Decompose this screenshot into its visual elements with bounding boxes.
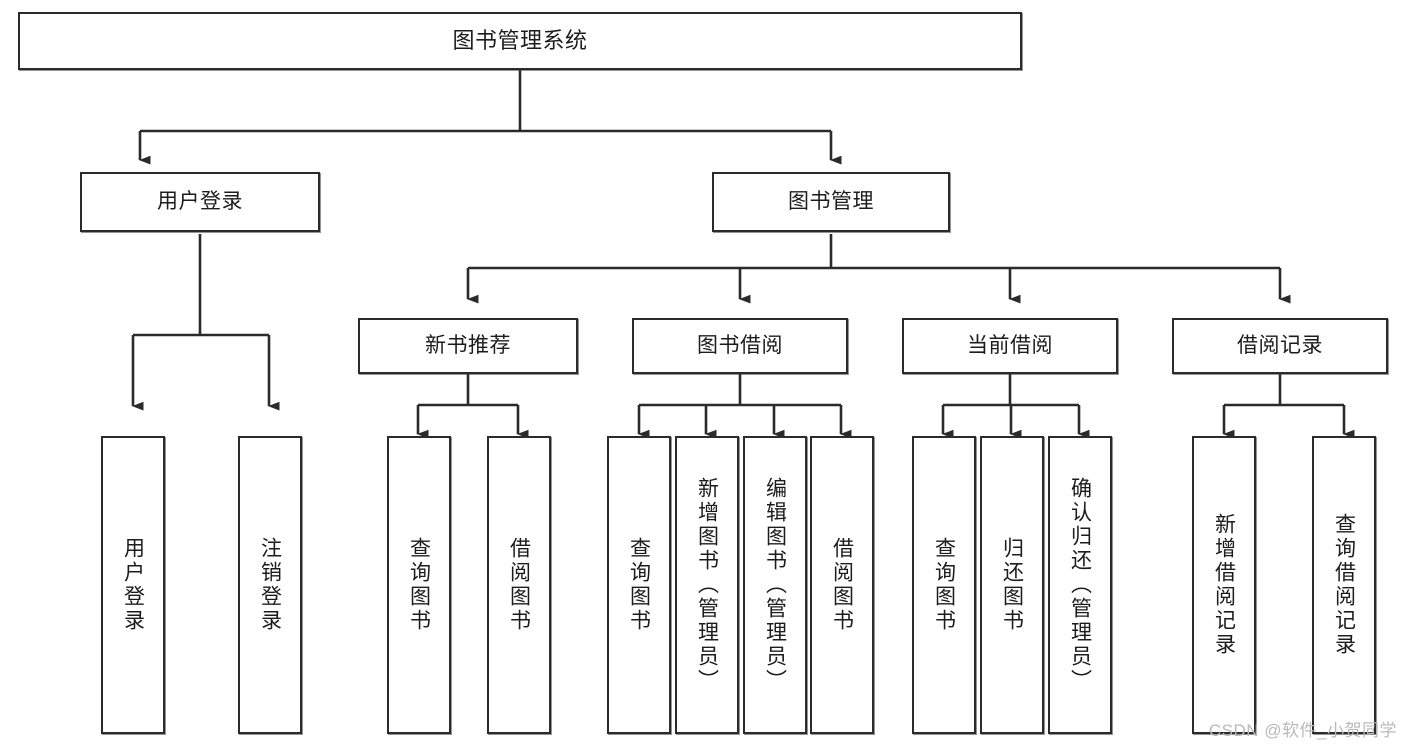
node-label: 当前借阅 (967, 334, 1053, 358)
node-new-book-recommend[interactable]: 新书推荐 (358, 318, 578, 374)
leaf-user-login-logout[interactable]: 注销登录 (238, 436, 302, 734)
leaf-book-borrow-edit-book-admin[interactable]: 编辑图书（管理员） (743, 436, 807, 734)
csdn-watermark: CSDN @软件_小贺同学 (1208, 721, 1397, 740)
leaf-current-borrow-confirm-return-admin[interactable]: 确认归还（管理员） (1048, 436, 1112, 734)
node-user-login[interactable]: 用户登录 (80, 172, 320, 232)
node-label: 借阅图书 (507, 537, 531, 633)
node-label: 图书管理 (788, 190, 874, 214)
leaf-current-borrow-query-book[interactable]: 查询图书 (912, 436, 976, 734)
leaf-new-book-query-book[interactable]: 查询图书 (387, 436, 451, 734)
node-current-borrow[interactable]: 当前借阅 (902, 318, 1118, 374)
node-label: 查询借阅记录 (1332, 513, 1356, 657)
node-book-management[interactable]: 图书管理 (712, 172, 950, 232)
node-label: 新增图书（管理员） (695, 477, 719, 693)
node-label: 图书借阅 (697, 334, 783, 358)
leaf-new-book-borrow-book[interactable]: 借阅图书 (487, 436, 551, 734)
leaf-book-borrow-add-book-admin[interactable]: 新增图书（管理员） (675, 436, 739, 734)
node-label: 归还图书 (1000, 537, 1024, 633)
node-label: 查询图书 (627, 537, 651, 633)
node-label: 确认归还（管理员） (1068, 477, 1092, 693)
node-label: 用户登录 (121, 537, 145, 633)
node-label: 查询图书 (407, 537, 431, 633)
node-label: 注销登录 (258, 537, 282, 633)
node-label: 图书管理系统 (452, 27, 588, 53)
leaf-borrow-record-query-record[interactable]: 查询借阅记录 (1312, 436, 1376, 734)
node-label: 用户登录 (157, 190, 243, 214)
node-label: 新增借阅记录 (1212, 513, 1236, 657)
node-label: 新书推荐 (425, 334, 511, 358)
leaf-current-borrow-return-book[interactable]: 归还图书 (980, 436, 1044, 734)
node-label: 查询图书 (932, 537, 956, 633)
leaf-user-login-login[interactable]: 用户登录 (101, 436, 165, 734)
leaf-book-borrow-borrow-book[interactable]: 借阅图书 (810, 436, 874, 734)
leaf-book-borrow-query-book[interactable]: 查询图书 (607, 436, 671, 734)
node-root-book-management-system[interactable]: 图书管理系统 (18, 12, 1022, 70)
node-label: 编辑图书（管理员） (763, 477, 787, 693)
node-label: 借阅图书 (830, 537, 854, 633)
node-book-borrow[interactable]: 图书借阅 (632, 318, 848, 374)
leaf-borrow-record-add-record[interactable]: 新增借阅记录 (1192, 436, 1256, 734)
node-label: 借阅记录 (1237, 334, 1323, 358)
node-borrow-record[interactable]: 借阅记录 (1172, 318, 1388, 374)
